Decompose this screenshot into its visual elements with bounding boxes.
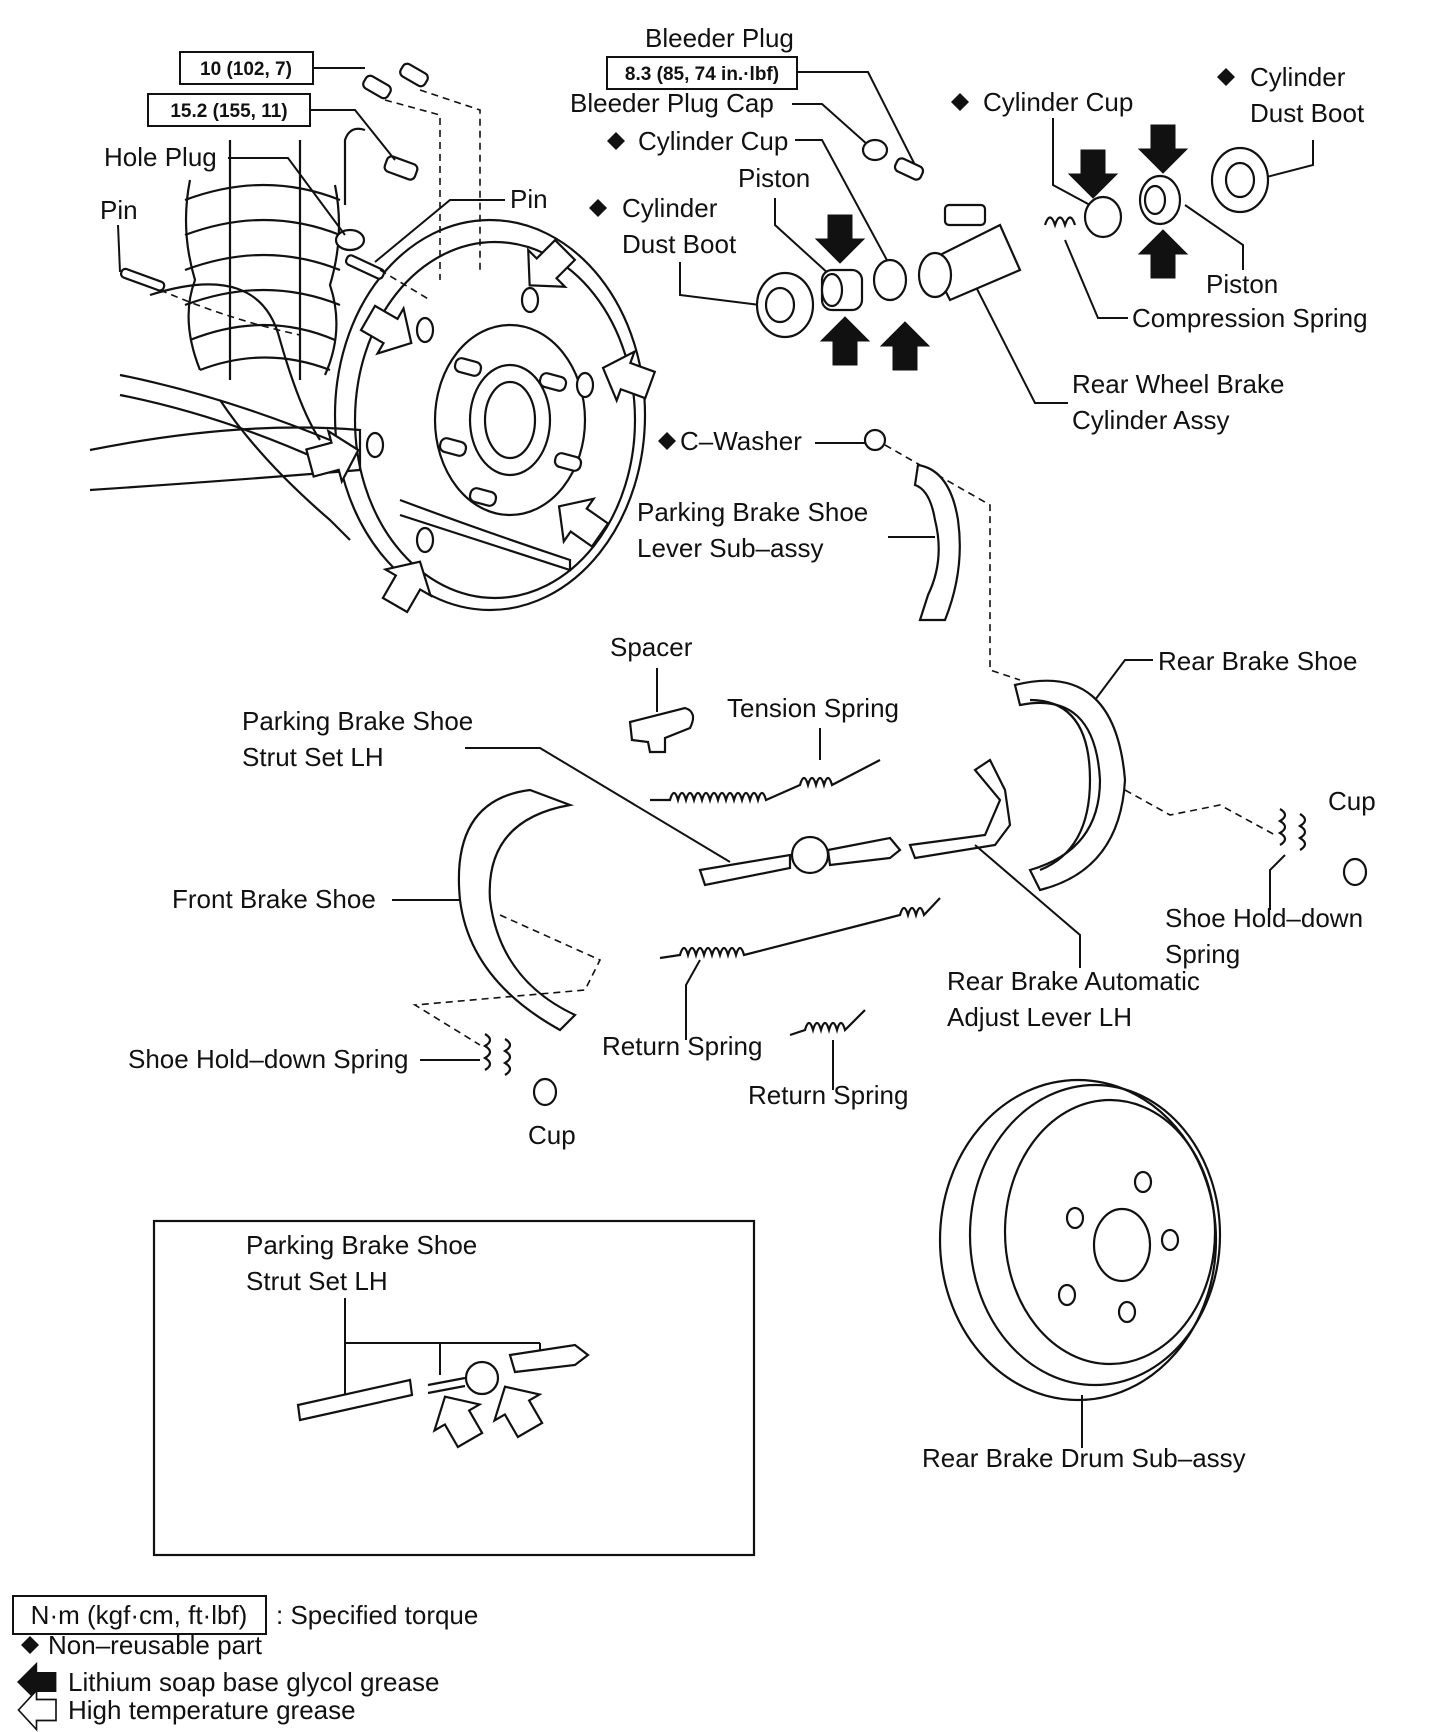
strut-set bbox=[698, 835, 902, 887]
label-pb-lever-1: Parking Brake Shoe bbox=[637, 497, 868, 527]
non-reusable-diamond-icon bbox=[658, 432, 676, 450]
label-piston-b: Piston bbox=[1206, 269, 1278, 299]
label-drum: Rear Brake Drum Sub–assy bbox=[922, 1443, 1246, 1473]
c-washer bbox=[863, 428, 887, 452]
spacer bbox=[628, 706, 695, 754]
label-compression-spring: Compression Spring bbox=[1132, 303, 1368, 333]
bleeder-plug-cap bbox=[861, 138, 889, 162]
label-dust-boot-a-2: Dust Boot bbox=[622, 229, 737, 259]
lithium-grease-arrow-icon bbox=[1138, 124, 1188, 174]
label-holddown-left: Shoe Hold–down Spring bbox=[128, 1044, 408, 1074]
torque-10: 10 (102, 7) bbox=[200, 59, 292, 80]
label-wheel-cyl-1: Rear Wheel Brake bbox=[1072, 369, 1284, 399]
non-reusable-diamond-icon bbox=[589, 199, 607, 217]
legend-nonreusable: Non–reusable part bbox=[48, 1630, 263, 1660]
label-tension-spring: Tension Spring bbox=[727, 693, 899, 723]
label-wheel-cyl-2: Cylinder Assy bbox=[1072, 405, 1230, 435]
inset-strut bbox=[296, 1343, 590, 1422]
legend-lithium: Lithium soap base glycol grease bbox=[68, 1667, 439, 1697]
holddown-spring-right bbox=[1277, 808, 1307, 851]
lithium-grease-arrow-icon bbox=[815, 214, 865, 264]
label-hole-plug: Hole Plug bbox=[104, 142, 217, 172]
lithium-grease-arrow-icon bbox=[820, 316, 870, 366]
label-pin-left: Pin bbox=[100, 195, 138, 225]
non-reusable-diamond-icon bbox=[21, 1636, 39, 1654]
return-spring-a bbox=[659, 897, 941, 960]
label-piston-a: Piston bbox=[738, 163, 810, 193]
label-dust-boot-a-1: Cylinder bbox=[622, 193, 718, 223]
auto-adjust-lever bbox=[908, 758, 1012, 860]
non-reusable-diamond-icon bbox=[1217, 68, 1235, 86]
lithium-grease-arrow-icon bbox=[1068, 149, 1118, 199]
label-auto-adjust-2: Adjust Lever LH bbox=[947, 1002, 1132, 1032]
label-strut-2: Strut Set LH bbox=[242, 742, 384, 772]
label-rear-brake-shoe: Rear Brake Shoe bbox=[1158, 646, 1357, 676]
label-pb-lever-2: Lever Sub–assy bbox=[637, 533, 823, 563]
legend-torque-text: : Specified torque bbox=[276, 1600, 478, 1630]
label-holddown-right-1: Shoe Hold–down bbox=[1165, 903, 1363, 933]
label-strut-1: Parking Brake Shoe bbox=[242, 706, 473, 736]
label-inset-1: Parking Brake Shoe bbox=[246, 1230, 477, 1260]
label-pin-mid: Pin bbox=[510, 184, 548, 214]
torque-15: 15.2 (155, 11) bbox=[170, 101, 287, 122]
front-brake-shoe bbox=[457, 788, 577, 1032]
label-return-spring-a: Return Spring bbox=[602, 1031, 762, 1061]
legend-torque-box bbox=[12, 1595, 267, 1635]
label-spacer: Spacer bbox=[610, 632, 693, 662]
parking-brake-lever bbox=[913, 463, 961, 622]
bolts bbox=[119, 62, 481, 336]
high-temp-grease-arrow-icon bbox=[17, 1689, 57, 1731]
label-bleeder-plug-cap: Bleeder Plug Cap bbox=[570, 88, 774, 118]
label-dust-boot-b-2: Dust Boot bbox=[1250, 98, 1365, 128]
label-cylinder-cup-b: Cylinder Cup bbox=[983, 87, 1133, 117]
suspension-assembly bbox=[89, 127, 366, 541]
lithium-grease-arrow-icon bbox=[1138, 229, 1188, 279]
lithium-grease-arrow-icon bbox=[880, 321, 930, 371]
torque-8: 8.3 (85, 74 in.·lbf) bbox=[625, 64, 779, 85]
high-temp-grease-arrow-icon bbox=[510, 230, 585, 305]
bleeder-plug bbox=[893, 157, 925, 181]
cup-left bbox=[532, 1077, 558, 1107]
inset-box bbox=[152, 1219, 756, 1557]
cylinder-cup-a bbox=[872, 258, 908, 302]
label-c-washer: C–Washer bbox=[680, 426, 802, 456]
non-reusable-diamond-icon bbox=[951, 93, 969, 111]
wheel-cylinder-parts bbox=[755, 146, 1270, 339]
backing-plate bbox=[333, 218, 647, 612]
label-auto-adjust-1: Rear Brake Automatic bbox=[947, 966, 1200, 996]
return-spring-b bbox=[789, 1009, 866, 1037]
legend-hightemp: High temperature grease bbox=[68, 1695, 356, 1725]
label-return-spring-b: Return Spring bbox=[748, 1080, 908, 1110]
label-cup-left: Cup bbox=[528, 1120, 576, 1150]
cylinder-cup-b bbox=[1083, 195, 1123, 239]
rear-brake-shoe bbox=[1013, 679, 1127, 892]
torque-box-10 bbox=[179, 51, 314, 85]
cup-right bbox=[1342, 857, 1368, 887]
label-holddown-right-2: Spring bbox=[1165, 939, 1240, 969]
holddown-spring-left bbox=[482, 1033, 512, 1076]
tension-spring bbox=[650, 759, 881, 805]
legend-torque-units: N·m (kgf·cm, ft·lbf) bbox=[31, 1600, 248, 1630]
non-reusable-diamond-icon bbox=[607, 132, 625, 150]
rear-brake-drum bbox=[938, 1078, 1222, 1402]
label-front-brake-shoe: Front Brake Shoe bbox=[172, 884, 376, 914]
label-cylinder-cup-a: Cylinder Cup bbox=[638, 126, 788, 156]
label-cup-right: Cup bbox=[1328, 786, 1376, 816]
torque-box-8 bbox=[606, 56, 798, 90]
label-inset-2: Strut Set LH bbox=[246, 1266, 388, 1296]
label-dust-boot-b-1: Cylinder bbox=[1250, 62, 1346, 92]
high-temp-grease-arrow-icon bbox=[593, 342, 660, 411]
torque-box-15 bbox=[147, 93, 311, 127]
label-bleeder-plug: Bleeder Plug bbox=[645, 23, 794, 53]
